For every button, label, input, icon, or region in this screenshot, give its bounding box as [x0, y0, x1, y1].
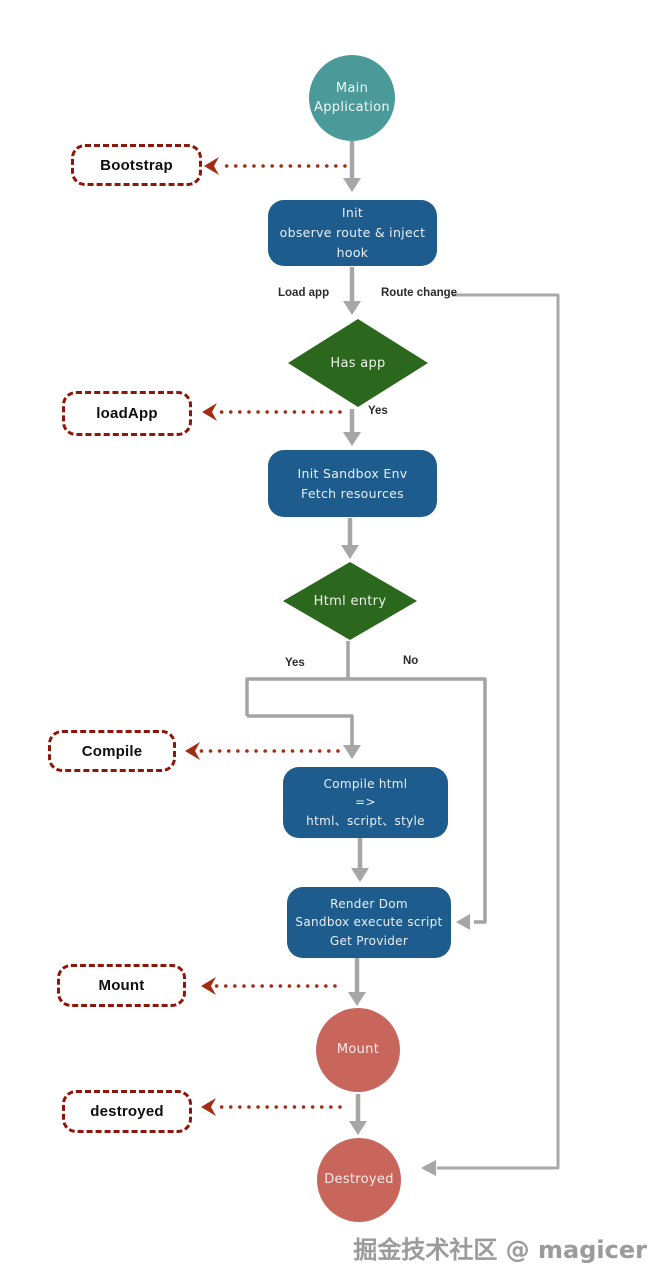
- hook-bootstrap: Bootstrap: [71, 144, 202, 186]
- node-init-sandbox-line1: Init Sandbox Env: [297, 465, 408, 481]
- edge-label-route-change: Route change: [381, 287, 458, 299]
- connector-route-change-to-destroyed: [437, 293, 560, 1170]
- node-main-application: Main Application: [309, 55, 395, 141]
- node-compile-html: Compile html => html、script、style: [283, 767, 448, 838]
- edge-label-hasapp-yes: Yes: [368, 405, 388, 417]
- node-init: Init observe route & inject hook: [268, 200, 437, 266]
- hook-compile-label: Compile: [81, 742, 143, 760]
- node-mount: Mount: [316, 1008, 400, 1092]
- arrowhead-main-to-init: [343, 178, 361, 192]
- node-main-application-line1: Main: [335, 80, 369, 96]
- arrowhead-compilehtml-to-renderdom: [351, 868, 369, 882]
- hook-loadapp-label: loadApp: [96, 405, 158, 422]
- arrowhead-renderdom-to-mount: [348, 992, 366, 1006]
- node-main-application-line2: Application: [314, 100, 390, 115]
- hook-destroyed: destroyed: [62, 1090, 192, 1133]
- node-render-dom-line1: Render Dom: [330, 896, 408, 911]
- dotted-arrowhead-mount: [201, 977, 216, 995]
- hook-bootstrap-label: Bootstrap: [100, 156, 173, 174]
- node-init-line1: Init: [341, 205, 364, 220]
- node-destroyed-label: Destroyed: [324, 1172, 394, 1188]
- arrowhead-sandbox-to-htmlentry: [341, 545, 359, 559]
- arrowhead-hasapp-to-sandbox: [343, 432, 361, 446]
- node-html-entry-label: Html entry: [313, 593, 387, 609]
- node-compile-html-line3: html、script、style: [306, 813, 425, 828]
- arrowhead-yes-to-compilehtml: [343, 745, 361, 759]
- edge-label-htmlentry-yes: Yes: [285, 657, 305, 669]
- hook-mount-label: Mount: [98, 977, 145, 994]
- node-compile-html-line1: Compile html: [323, 776, 408, 791]
- dotted-arrowhead-loadapp: [202, 403, 217, 421]
- node-destroyed: Destroyed: [317, 1138, 401, 1222]
- hook-mount: Mount: [57, 964, 186, 1007]
- hook-loadapp: loadApp: [62, 391, 192, 436]
- arrowhead-no-to-renderdom: [456, 914, 470, 930]
- arrowhead-routechange-to-destroyed: [421, 1160, 436, 1176]
- edge-label-load-app: Load app: [278, 287, 330, 299]
- node-render-dom-line2: Sandbox execute script: [295, 915, 443, 930]
- node-mount-label: Mount: [336, 1042, 380, 1058]
- dotted-arrowhead-destroyed: [201, 1098, 216, 1116]
- node-init-line2: observe route & inject hook: [279, 225, 426, 260]
- connector-htmlentry-no-branch: [245, 677, 487, 924]
- arrowhead-mount-to-destroyed: [349, 1121, 367, 1135]
- node-render-dom-line3: Get Provider: [329, 933, 409, 948]
- dotted-arrowhead-bootstrap: [204, 157, 219, 175]
- arrowhead-init-to-hasapp: [343, 301, 361, 315]
- hook-compile: Compile: [48, 730, 176, 772]
- node-compile-html-line2: =>: [355, 795, 376, 810]
- watermark-text: 掘金技术社区 @ magicer: [353, 1236, 647, 1264]
- node-render-dom: Render Dom Sandbox execute script Get Pr…: [287, 887, 451, 958]
- node-init-sandbox: Init Sandbox Env Fetch resources: [268, 450, 437, 517]
- hook-destroyed-label: destroyed: [90, 1103, 164, 1120]
- edge-label-htmlentry-no: No: [403, 655, 419, 667]
- connector-htmlentry-yes-branch: [247, 714, 354, 745]
- dotted-arrowhead-compile: [185, 742, 200, 760]
- node-init-sandbox-line2: Fetch resources: [301, 485, 404, 501]
- node-has-app-label: Has app: [330, 355, 386, 371]
